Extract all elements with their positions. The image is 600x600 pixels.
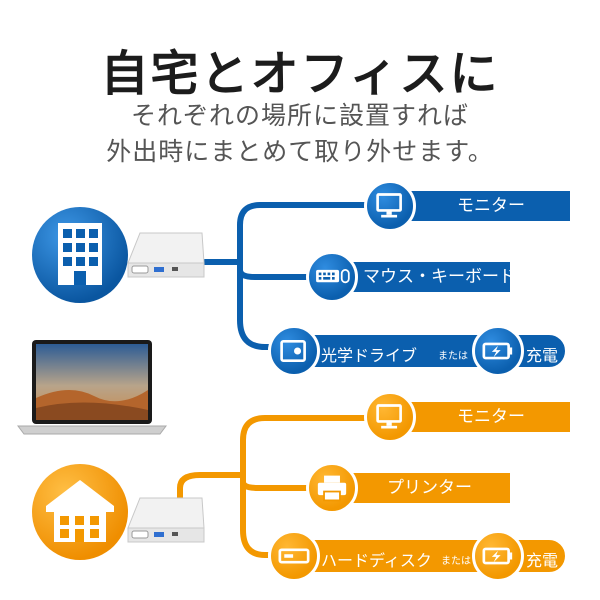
home-connector: [177, 415, 383, 558]
office-optical-label: 光学ドライブ: [321, 346, 418, 365]
optical-drive-icon: [268, 325, 320, 377]
home-harddisk-label: ハードディスク: [321, 551, 432, 570]
hard-disk-icon: [268, 530, 320, 582]
laptop-image: [17, 340, 167, 435]
home-or-label: または: [441, 556, 471, 567]
office-keyboard-label: マウス・キーボード: [363, 267, 516, 287]
office-connector: [202, 202, 383, 350]
usb-hub-device-home: [127, 497, 205, 543]
home-charge-label: 充電: [526, 551, 559, 570]
subtitle-line-2: 外出時にまとめて取り外せます。: [106, 137, 494, 166]
battery-charge-icon: [472, 530, 524, 582]
page-title: 自宅とオフィスに: [100, 46, 500, 102]
home-monitor-label: モニター: [457, 407, 525, 427]
printer-icon: [306, 462, 358, 514]
office-or-label: または: [438, 351, 468, 362]
keyboard-mouse-icon: [306, 251, 358, 303]
battery-charge-icon: [472, 325, 524, 377]
home-printer-label: プリンター: [387, 478, 472, 498]
subtitle-line-1: それぞれの場所に設置すれば: [130, 101, 469, 130]
office-building-icon: [30, 205, 130, 305]
monitor-icon: [364, 180, 416, 232]
usb-hub-device-office: [127, 232, 205, 278]
office-monitor-label: モニター: [457, 196, 525, 216]
monitor-icon: [364, 391, 416, 443]
office-charge-label: 充電: [526, 346, 559, 365]
house-icon: [30, 462, 130, 562]
office-monitor-bar: モニター: [385, 191, 570, 221]
